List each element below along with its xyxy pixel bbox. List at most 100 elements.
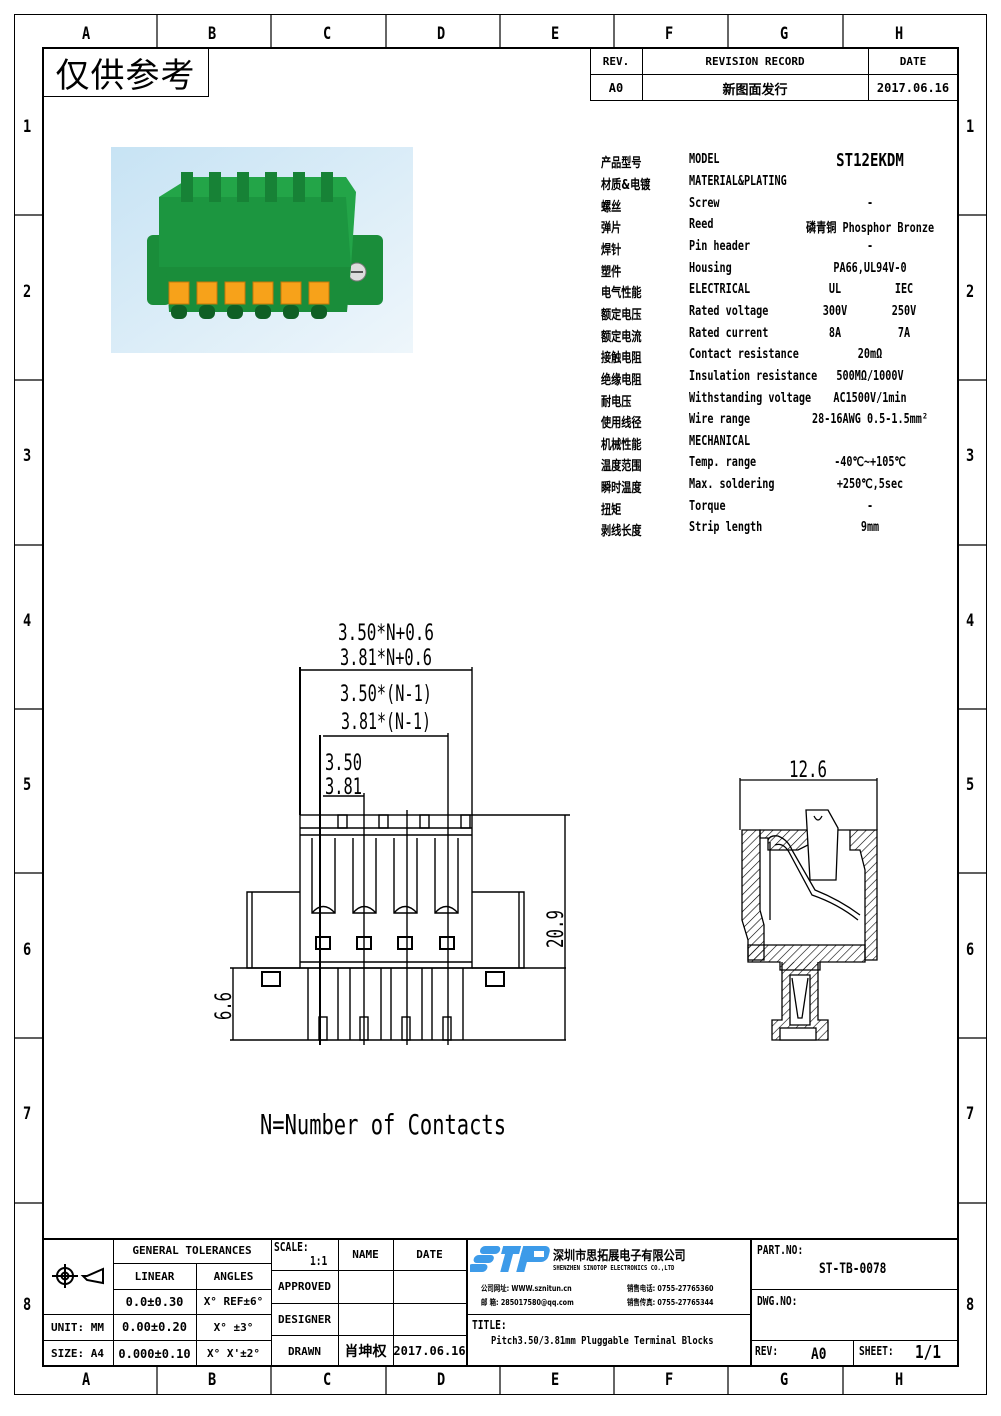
spec-label-cn: 材质&电镀 [601, 178, 651, 193]
divider [642, 47, 643, 101]
date-header: DATE [899, 54, 927, 68]
spec-label-cn: 接触电阻 [601, 351, 642, 367]
col-label: B [208, 1370, 217, 1390]
row-label: 4 [966, 611, 975, 631]
divider [113, 1289, 271, 1290]
spec-value: +250℃,5sec [836, 477, 904, 493]
drawn-name: 肖坤权 [344, 1344, 387, 1360]
divider [42, 1238, 959, 1240]
drawn-label: DRAWN [287, 1344, 322, 1358]
divider [466, 1238, 468, 1367]
spec-value: - [866, 238, 874, 254]
spec-label-en: Max. soldering [689, 477, 775, 493]
spec-label-en: Withstanding voltage [689, 390, 812, 406]
spec-value-iec: IEC [894, 282, 914, 298]
stamp-text: 仅供参考 [55, 55, 196, 96]
spec-label-cn: 焊针 [601, 242, 622, 258]
spec-label-en: Insulation resistance [689, 368, 818, 384]
spec-value-iec: 250V [891, 303, 917, 319]
scale-value: 1:1 [310, 1254, 328, 1268]
revision-record-header: REVISION RECORD [705, 54, 805, 68]
side-section-view [739, 778, 878, 1041]
approved-label: APPROVED [278, 1280, 331, 1293]
spec-value: 20mΩ [857, 347, 883, 363]
spec-label-cn: 剥线长度 [601, 524, 642, 540]
dwg-no-label: DWG.NO: [757, 1294, 798, 1308]
drawn-date: 2017.06.16 [393, 1344, 466, 1358]
divider [42, 1340, 271, 1341]
divider [338, 1238, 339, 1367]
spec-label-cn: 产品型号 [601, 156, 642, 171]
spec-label-cn: 使用线径 [601, 416, 642, 432]
spec-value-ul: 8A [828, 325, 842, 341]
unit-label: UNIT: MM [51, 1320, 104, 1334]
company-fax: 销售传真: 0755-27765344 [627, 1298, 714, 1307]
col-label: E [551, 24, 560, 44]
spec-label-en: Temp. range [689, 455, 757, 471]
spec-value: - [866, 195, 874, 211]
company-email: 邮 箱: 285017580@qq.com [481, 1298, 574, 1307]
spec-label-cn: 耐电压 [601, 394, 632, 410]
spec-value: -40℃~+105℃ [834, 455, 906, 471]
company-name-cn: 深圳市思拓展电子有限公司 [553, 1249, 686, 1264]
part-no-value: ST-TB-0078 [819, 1261, 887, 1277]
tol-angle: X° X'±2° [207, 1347, 260, 1360]
spec-label-en: Torque [689, 498, 726, 514]
divider [271, 1303, 466, 1304]
spec-label-cn: 弹片 [601, 221, 622, 237]
product-photo [111, 147, 413, 353]
designer-label: DESIGNER [278, 1312, 331, 1326]
inner-frame [42, 47, 959, 1367]
spec-label-cn: 绝缘电阻 [601, 372, 642, 388]
divider [271, 1270, 466, 1271]
col-label: F [665, 24, 674, 44]
row-label: 2 [23, 282, 32, 302]
linear-label: LINEAR [134, 1269, 175, 1283]
col-label: G [780, 24, 789, 44]
spec-label-cn: 温度范围 [601, 459, 642, 475]
spec-label-en: Contact resistance [689, 347, 799, 363]
row-label: 2 [966, 282, 975, 302]
spec-label-cn: 瞬时温度 [601, 481, 642, 497]
revision-description: 新图面发行 [722, 82, 788, 98]
tol-angle: X° REF±6° [203, 1295, 264, 1308]
spec-label-en: Rated current [689, 325, 769, 341]
sheet-label: SHEET: [859, 1344, 894, 1358]
row-label: 5 [966, 775, 975, 795]
row-label: 7 [966, 1104, 975, 1124]
company-logo [470, 1246, 550, 1272]
row-label: 8 [966, 1295, 975, 1315]
spec-value: 磷青铜 Phosphor Bronze [805, 221, 935, 237]
spec-label-cn: 机械性能 [601, 437, 642, 453]
col-label: C [323, 24, 332, 44]
col-label: E [551, 1370, 560, 1390]
col-label: F [665, 1370, 674, 1390]
divider [868, 47, 869, 101]
sheet-value: 1/1 [915, 1342, 942, 1363]
spec-value-ul: 300V [822, 303, 848, 319]
spec-value: PA66,UL94V-0 [833, 260, 907, 276]
col-label: H [895, 24, 904, 44]
col-label: C [323, 1370, 332, 1390]
spec-value-iec: 7A [897, 325, 911, 341]
divider [113, 1263, 271, 1264]
spec-value: AC1500V/1min [833, 390, 907, 406]
row-label: 3 [23, 446, 32, 466]
divider [750, 1238, 752, 1367]
spec-value-ul: UL [828, 282, 842, 298]
angles-label: ANGLES [213, 1269, 254, 1283]
company-phone: 销售电话: 0755-27765360 [627, 1284, 714, 1293]
drawing-title: Pitch3.50/3.81mm Pluggable Terminal Bloc… [491, 1334, 714, 1347]
spec-label-en: Rated voltage [689, 303, 769, 319]
divider [590, 74, 959, 75]
size-label: SIZE: A4 [51, 1347, 104, 1360]
rev-value: A0 [811, 1344, 827, 1363]
divider [750, 1289, 959, 1290]
rev-label: REV: [755, 1344, 779, 1358]
col-label: H [895, 1370, 904, 1390]
divider [113, 1238, 114, 1367]
name-header: NAME [352, 1247, 379, 1261]
row-label: 7 [23, 1104, 32, 1124]
divider [271, 1238, 272, 1367]
company-website: 公司网址: WWW.sznitun.cn [481, 1284, 572, 1293]
